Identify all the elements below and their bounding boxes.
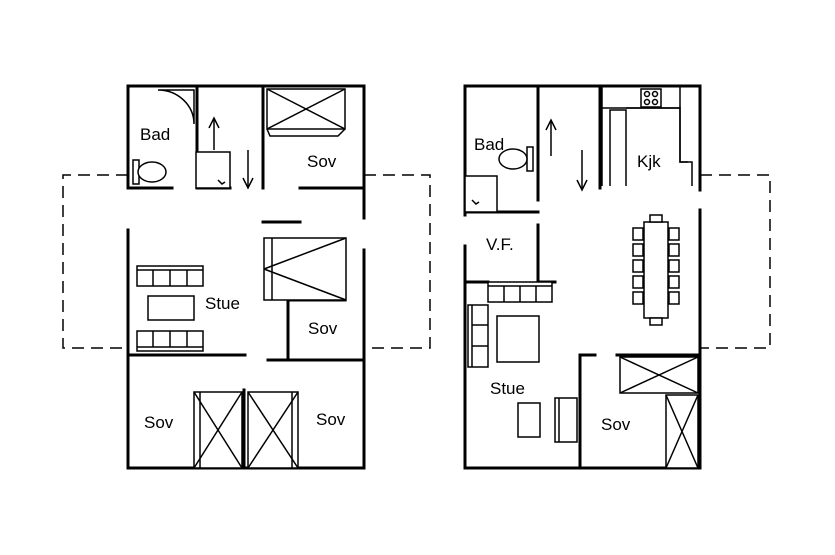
armchair	[554, 397, 578, 443]
left-beds-bottom	[193, 391, 299, 469]
room-label-sov-top: Sov	[307, 152, 337, 171]
right-interior-walls	[463, 84, 702, 470]
left-terrace-outline-west	[62, 174, 128, 349]
left-bathroom-fixtures	[132, 89, 231, 189]
right-dining-table	[632, 214, 680, 326]
right-terrace-outline-east	[700, 174, 771, 349]
stove-icon	[640, 88, 662, 108]
shower-corner-icon	[157, 89, 195, 125]
room-label-stue: Stue	[490, 379, 525, 398]
right-living-furniture	[467, 281, 578, 443]
left-terrace-outline-east	[364, 174, 431, 349]
room-label-stue: Stue	[205, 294, 240, 313]
left-bed-top	[266, 88, 346, 137]
side-table	[517, 402, 541, 438]
coffee-table	[496, 315, 540, 363]
right-kitchen	[601, 86, 693, 186]
room-label-bad: Bad	[474, 135, 504, 154]
right-beds	[619, 356, 699, 469]
room-label-sov-bottom-right: Sov	[316, 410, 346, 429]
kitchen-counter	[601, 107, 688, 186]
room-label-vf: V.F.	[486, 235, 514, 254]
shower-tray-icon	[464, 175, 498, 213]
left-stair-arrows	[208, 116, 254, 190]
room-label-sov-mid: Sov	[308, 319, 338, 338]
left-interior-walls	[126, 84, 366, 470]
coffee-table	[147, 295, 195, 321]
room-label-kjk: Kjk	[637, 152, 661, 171]
toilet-tank-icon	[526, 146, 534, 172]
toilet-bowl-icon	[137, 161, 167, 183]
left-living-furniture	[136, 265, 204, 352]
left-floor-plan: Bad Sov Stue Sov Sov Sov	[62, 84, 431, 470]
left-bed-middle	[263, 237, 347, 301]
room-label-sov: Sov	[601, 415, 631, 434]
sofa-left	[467, 304, 489, 368]
room-label-bad: Bad	[140, 125, 170, 144]
right-floor-plan: Bad Kjk V.F. Stue Sov	[463, 84, 771, 470]
room-label-sov-bottom-left: Sov	[144, 413, 174, 432]
right-bathroom-fixtures	[464, 146, 534, 213]
dining-table	[643, 221, 669, 319]
toilet-bowl-icon	[498, 148, 528, 170]
right-stair-arrows	[545, 118, 588, 192]
